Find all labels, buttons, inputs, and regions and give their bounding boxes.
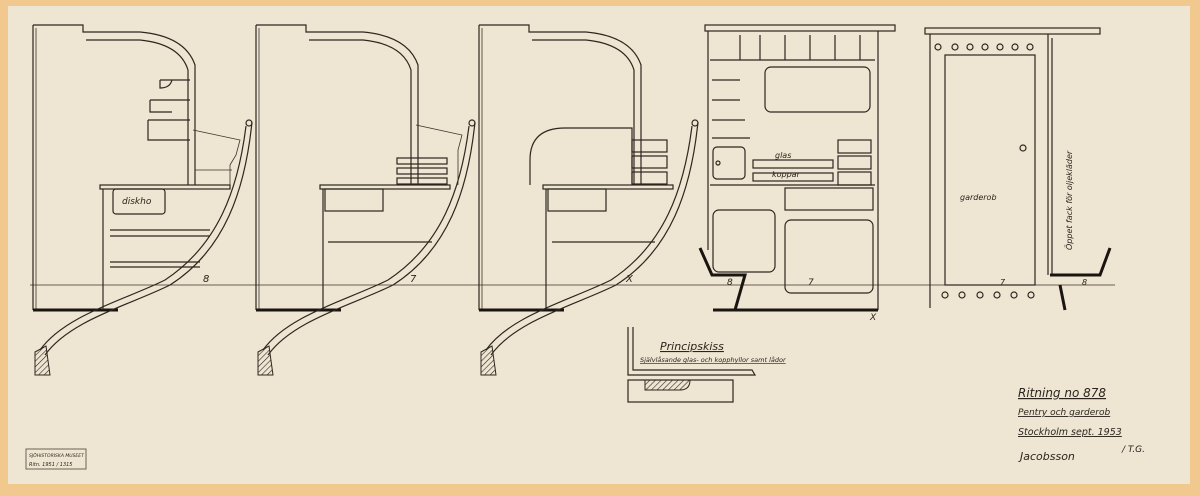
frame-label: 8 [203, 274, 209, 285]
front-elevation: glas koppar 8 7 X [698, 24, 896, 323]
lower-door-right [784, 219, 874, 294]
section-frame-8: diskho 8 [31, 23, 254, 377]
sink [112, 188, 166, 215]
compartment-label: Öppet fack för oljekläder [1064, 150, 1074, 250]
detail-title: Principskiss [660, 340, 724, 353]
section-frame-7: 7 [254, 23, 477, 377]
drawing-subject: Pentry och garderob [1018, 408, 1110, 418]
cups-label: koppar [772, 170, 801, 179]
stamp-line2: Ritn. 1951 / 1315 [29, 462, 72, 468]
wardrobe-label: garderob [960, 193, 997, 202]
section-frame-x: X [477, 23, 700, 377]
title-block: Ritning no 878 Pentry och garderob Stock… [1018, 386, 1145, 463]
museum-stamp: SJÖHISTORISKA MUSEET Ritn. 1951 / 1315 [25, 448, 87, 470]
signature: Jacobsson [1018, 450, 1075, 463]
detail-subtitle: Självlåsande glas- och kopphyllor samt l… [640, 355, 787, 364]
counter-top [99, 184, 231, 190]
frame-label: X [625, 274, 634, 285]
lower-door-left [712, 209, 776, 273]
frame-label-7: 7 [1000, 278, 1006, 287]
detail-sketch: Principskiss Självlåsande glas- och kopp… [627, 327, 787, 403]
wardrobe-elevation: garderob Öppet fack för oljekläder 7 8 [924, 27, 1112, 311]
initials: / T.G. [1121, 445, 1145, 455]
stamp-line1: SJÖHISTORISKA MUSEET [29, 452, 85, 459]
frame-label-8: 8 [1082, 278, 1087, 287]
frame-label: 7 [410, 274, 417, 285]
frame-label-8: 8 [727, 278, 733, 288]
drawing-number: Ritning no 878 [1018, 386, 1106, 400]
glass-label: glas [775, 151, 791, 160]
paper [8, 6, 1190, 484]
frame-label-x: X [869, 313, 877, 323]
frame-label-7: 7 [808, 278, 814, 288]
place-date: Stockholm sept. 1953 [1018, 427, 1122, 438]
upper-cupboard [764, 66, 871, 113]
sink-label: diskho [122, 197, 152, 207]
wardrobe-door [944, 54, 1036, 286]
shelves [147, 79, 190, 141]
